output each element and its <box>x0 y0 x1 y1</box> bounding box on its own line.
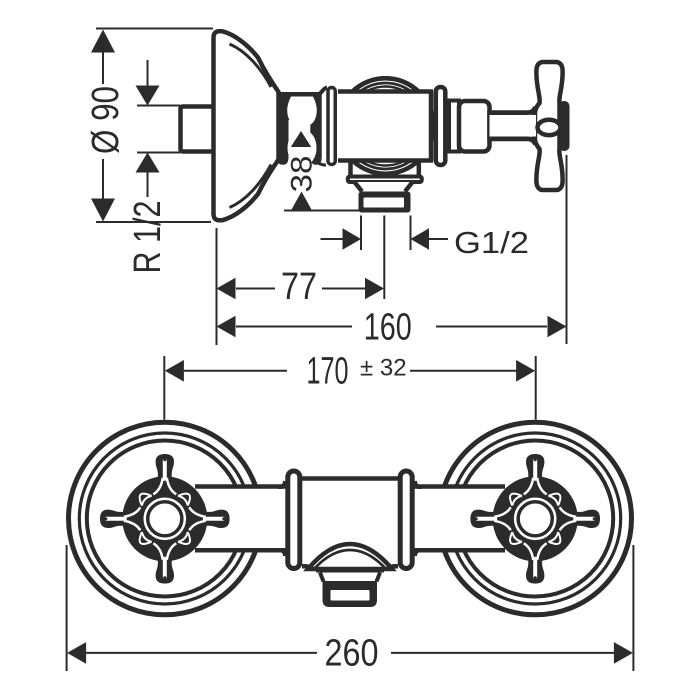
svg-text:77: 77 <box>281 266 317 308</box>
svg-text:38: 38 <box>286 156 319 193</box>
svg-text:170: 170 <box>307 351 349 393</box>
svg-text:160: 160 <box>364 307 412 349</box>
svg-text:Ø 90: Ø 90 <box>85 86 127 154</box>
svg-text:260: 260 <box>325 633 379 675</box>
svg-text:R 1/2: R 1/2 <box>127 201 169 274</box>
svg-text:G1/2: G1/2 <box>454 225 529 260</box>
svg-text:± 32: ± 32 <box>360 355 407 382</box>
